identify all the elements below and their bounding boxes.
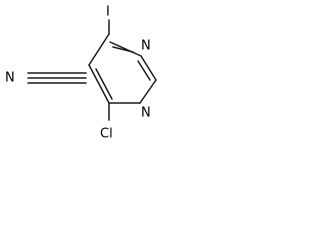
atom-nitrogen-bottom: N xyxy=(141,106,151,121)
atom-nitrogen-top: N xyxy=(141,39,151,54)
pyrimidine-structure-diagram: I N N N Cl xyxy=(5,5,157,142)
bond-n3-c4 xyxy=(109,41,142,57)
bond-c5-c6 xyxy=(88,64,110,104)
bond-n3-c4-inner xyxy=(112,46,134,53)
bond-c4-c5 xyxy=(88,33,110,66)
atom-chlorine: Cl xyxy=(100,127,113,142)
bond-c2-n3-inner xyxy=(137,60,151,81)
bond-n1-c2 xyxy=(139,79,157,104)
atom-nitrile-nitrogen: N xyxy=(5,71,15,86)
atom-iodine: I xyxy=(106,5,110,20)
bond-c6-c5-inner xyxy=(95,68,113,100)
bond-c2-n3 xyxy=(140,55,157,81)
